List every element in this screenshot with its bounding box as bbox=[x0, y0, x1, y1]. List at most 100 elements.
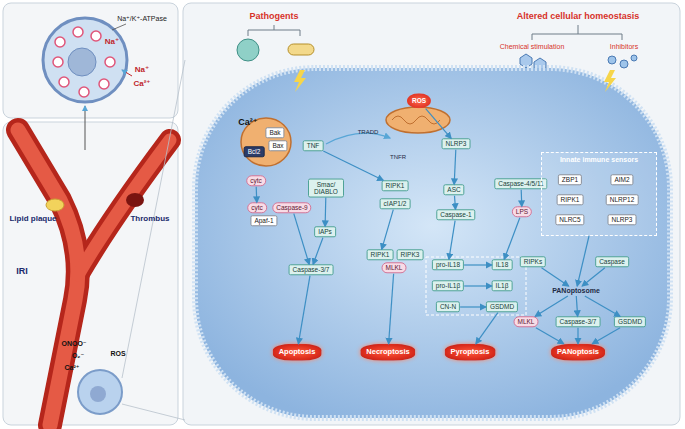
pathway-arrow bbox=[464, 264, 492, 265]
vesicle bbox=[59, 77, 69, 87]
death-outcome: Apoptosis bbox=[273, 344, 322, 361]
cell-body bbox=[43, 18, 127, 102]
lightning-icon bbox=[294, 70, 306, 92]
node-text: Caspase-4/5/11 bbox=[498, 180, 543, 187]
bracket bbox=[532, 25, 622, 40]
protein-box: IL1β bbox=[492, 280, 513, 291]
annotation-label: Na⁺ bbox=[105, 38, 119, 47]
annotation-label: Na⁺ bbox=[135, 66, 149, 75]
node-text: RIPK1 bbox=[561, 196, 580, 203]
vessel-lumen bbox=[18, 130, 78, 425]
protein-box: Caspase-4/5/11 bbox=[494, 178, 547, 189]
molecule-oval: cytc bbox=[246, 175, 266, 186]
annotation-label: Inhibitors bbox=[610, 43, 638, 51]
protein-box: Caspase bbox=[595, 256, 629, 267]
protein-box: RIPK3 bbox=[397, 249, 424, 260]
nucleus bbox=[90, 386, 106, 402]
annotation-label: ROS bbox=[110, 350, 125, 358]
pathway-arrow bbox=[576, 296, 577, 316]
node-text: Smac/ DIABLO bbox=[312, 181, 340, 196]
cristae bbox=[392, 116, 440, 124]
pathway-arrow bbox=[313, 238, 323, 265]
vesicle bbox=[73, 27, 83, 37]
node-text: Bcl2 bbox=[248, 148, 261, 155]
death-outcome: PANoptosis bbox=[551, 344, 605, 361]
annotation-label: Na⁺/K⁺-ATPase bbox=[117, 15, 167, 23]
pathway-arrow bbox=[325, 198, 327, 227]
bracket bbox=[248, 25, 300, 36]
pathway-arrow bbox=[582, 268, 605, 286]
zoom-line bbox=[122, 404, 185, 420]
vessel-wall bbox=[78, 140, 170, 275]
protein-box: Caspase-3/7 bbox=[556, 316, 601, 327]
node-text: RIPK3 bbox=[401, 251, 420, 258]
pathway-arrow bbox=[592, 328, 620, 344]
protein-box: RIPKs bbox=[520, 256, 546, 267]
protein-box: Caspase-3/7 bbox=[289, 264, 334, 275]
vesicle bbox=[53, 57, 63, 67]
lipid-plaque bbox=[46, 199, 64, 211]
node-text: IL1β bbox=[496, 282, 509, 289]
protein-box: RIPK1 bbox=[382, 180, 409, 191]
annotation-label: ONOO⁻ bbox=[61, 340, 86, 348]
node-text: LPS bbox=[516, 208, 528, 215]
pathway-arrow bbox=[585, 296, 620, 316]
annotation-label: O₂⁻ bbox=[72, 352, 84, 360]
node-text: Caspase bbox=[599, 258, 625, 265]
protein-box: ZBP1 bbox=[558, 174, 582, 185]
node-text: NLRP3 bbox=[446, 140, 467, 147]
node-text: GSDMD bbox=[490, 303, 514, 310]
node-text: Bak bbox=[269, 129, 280, 136]
left-top-panel bbox=[3, 3, 178, 118]
pathway-arrow bbox=[323, 151, 383, 180]
protein-box: CN-N bbox=[436, 301, 460, 312]
pathway-arrow bbox=[464, 285, 491, 286]
pathway-arrow bbox=[504, 218, 520, 260]
node-text: Innate immune sensors bbox=[542, 156, 656, 164]
protein-box: TNF bbox=[303, 140, 324, 151]
thrombus bbox=[126, 193, 144, 207]
pathway-arrow bbox=[294, 214, 309, 265]
protein-box: NLRP12 bbox=[606, 194, 639, 205]
molecule-oval: Caspase-9 bbox=[272, 202, 311, 213]
node-text: CN-N bbox=[440, 303, 456, 310]
protein-box: Smac/ DIABLO bbox=[308, 179, 344, 198]
inhibitor-icon bbox=[631, 55, 637, 61]
molecule-oval: LPS bbox=[512, 206, 532, 217]
node-text: Necroptosis bbox=[366, 348, 409, 357]
pathway-arrow bbox=[449, 221, 455, 260]
protein-box: NLRC5 bbox=[555, 214, 584, 225]
node-text: Pyroptosis bbox=[451, 348, 490, 357]
node-text: RIPKs bbox=[524, 258, 542, 265]
node-text: Bax bbox=[272, 142, 283, 149]
protein-box: RIPK1 bbox=[367, 249, 394, 260]
small-cell bbox=[78, 370, 122, 414]
protein-box: NLRP3 bbox=[608, 214, 637, 225]
protein-box: IL18 bbox=[492, 259, 513, 270]
annotation-label: TNFR bbox=[390, 154, 406, 161]
protein-box: pro-IL18 bbox=[432, 259, 464, 270]
pathway-arrow bbox=[536, 328, 564, 344]
pathway-arrow bbox=[454, 150, 456, 185]
node-text: pro-IL1β bbox=[436, 282, 460, 289]
node-text: IAPs bbox=[318, 228, 332, 235]
death-outcome: Pyroptosis bbox=[445, 344, 496, 361]
pathway-arrow bbox=[476, 313, 498, 344]
vessel-lumen bbox=[78, 140, 170, 275]
death-outcome: Necroptosis bbox=[360, 344, 415, 361]
node-text: RIPK1 bbox=[386, 182, 405, 189]
pathway-arrow bbox=[577, 328, 578, 344]
node-text: pro-IL18 bbox=[436, 261, 460, 268]
pathway-arrow bbox=[542, 268, 569, 286]
node-text: ROS bbox=[412, 97, 426, 104]
inhibitor-icon bbox=[608, 56, 616, 64]
molecule-oval: MLKL bbox=[514, 316, 539, 327]
vesicle bbox=[105, 57, 115, 67]
vessel bbox=[18, 130, 170, 425]
node-text: TNF bbox=[307, 142, 320, 149]
node-text: NLRP3 bbox=[612, 216, 633, 223]
complex-label: PANoptosome bbox=[549, 286, 603, 296]
pathway-arrow bbox=[521, 190, 523, 207]
protein-box: Caspase-1 bbox=[436, 209, 475, 220]
